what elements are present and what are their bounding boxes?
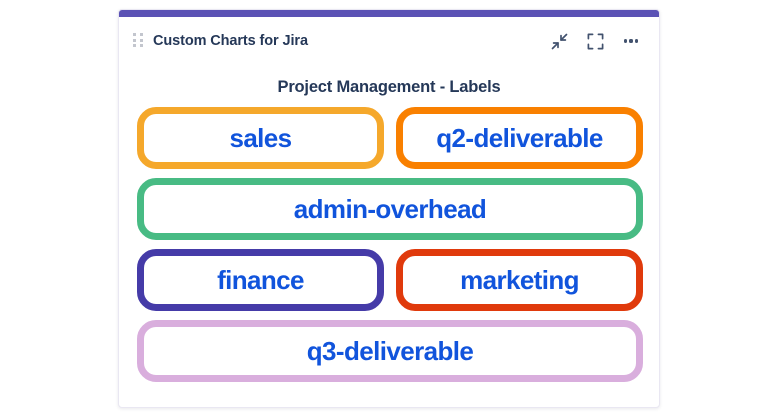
label-pill-text: q3-deliverable xyxy=(306,335,474,366)
label-pill[interactable]: admin-overhead xyxy=(137,178,643,240)
label-pill[interactable]: q2-deliverable xyxy=(396,107,643,169)
more-dot xyxy=(635,39,639,43)
more-dot xyxy=(623,39,627,43)
drag-dot xyxy=(133,38,136,42)
label-pill-row: admin-overhead xyxy=(137,178,643,240)
card-title: Custom Charts for Jira xyxy=(153,33,308,49)
drag-dot xyxy=(140,44,143,47)
label-pill-text: sales xyxy=(229,122,292,153)
chart-title: Project Management - Labels xyxy=(277,78,501,96)
drag-dot xyxy=(140,38,143,42)
custom-charts-gadget-card: Custom Charts for Jira xyxy=(118,9,660,408)
card-header: Custom Charts for Jira xyxy=(119,17,659,65)
label-pill[interactable]: sales xyxy=(137,107,384,169)
more-options-icon[interactable] xyxy=(621,31,641,51)
label-pill[interactable]: finance xyxy=(137,249,384,311)
label-pill[interactable]: marketing xyxy=(396,249,643,311)
label-pill-chart: sales q2-deliverable admin-overhead finance… xyxy=(137,107,643,391)
drag-dot xyxy=(133,44,136,47)
drag-dots-icon[interactable] xyxy=(133,33,143,49)
label-pill-text: marketing xyxy=(460,264,579,295)
label-pill[interactable]: q3-deliverable xyxy=(137,320,643,382)
expand-fullscreen-icon[interactable] xyxy=(585,31,605,51)
label-pill-text: q2-deliverable xyxy=(436,122,603,153)
more-options-dots xyxy=(623,39,639,43)
label-pill-text: admin-overhead xyxy=(293,193,487,224)
drag-dot xyxy=(133,33,136,36)
label-pill-row: q3-deliverable xyxy=(137,320,643,382)
label-pill-row: sales q2-deliverable xyxy=(137,107,643,169)
more-dot xyxy=(629,39,633,43)
card-accent-bar xyxy=(119,10,659,17)
label-pill-row: finance marketing xyxy=(137,249,643,311)
label-pill-text: finance xyxy=(217,264,304,295)
drag-dot xyxy=(140,33,143,36)
card-header-actions xyxy=(549,31,641,51)
collapse-icon[interactable] xyxy=(549,31,569,51)
